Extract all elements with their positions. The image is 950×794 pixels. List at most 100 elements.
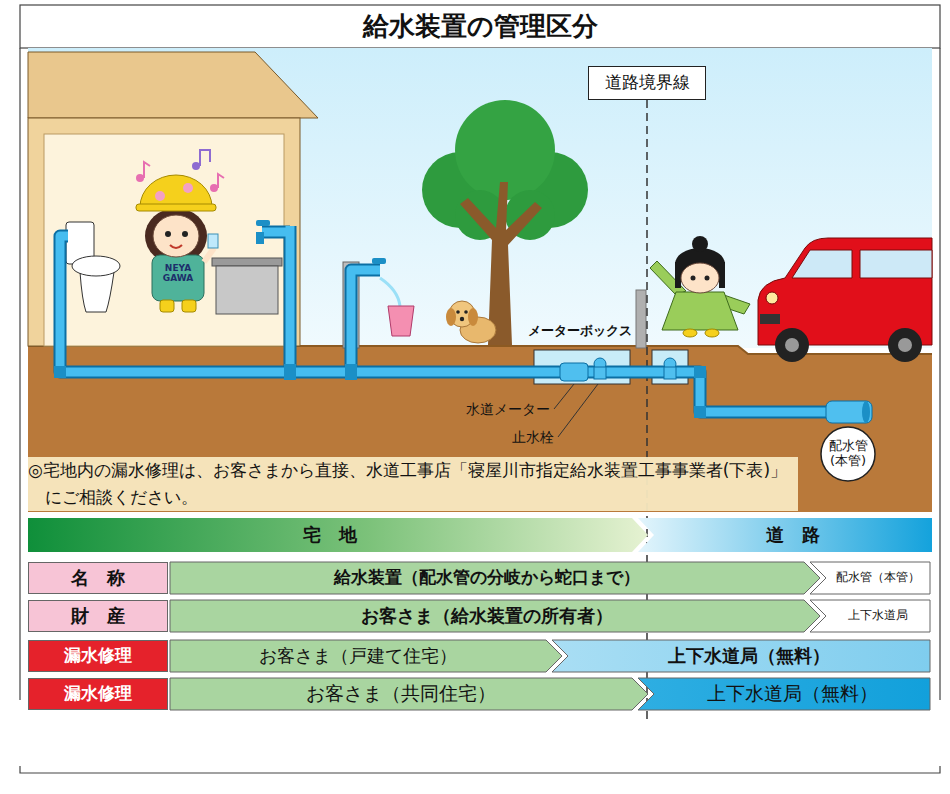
toilet-base	[80, 272, 114, 312]
pipe-fitting	[694, 366, 706, 378]
house-roof	[28, 52, 318, 118]
girl-eye	[182, 231, 188, 237]
character-hair	[719, 262, 725, 288]
row-header: 漏水修理	[28, 640, 168, 672]
girl-mouth	[170, 245, 182, 248]
character-hair	[675, 262, 681, 288]
pipe-fitting	[54, 366, 66, 378]
node-text: 漏水修理	[64, 684, 132, 704]
faucet-spout	[256, 232, 264, 244]
cup	[208, 234, 218, 248]
leader-line	[554, 384, 574, 409]
girl-boot	[160, 300, 174, 312]
node-text: お客さま（共同住宅）	[306, 683, 496, 705]
music-note	[144, 162, 150, 178]
diagram-title: 給水装置の管理区分	[20, 8, 940, 44]
node-text: 上下水道局	[848, 609, 908, 623]
helmet-flower	[183, 183, 193, 193]
node-text: 給水装置（配水管の分岐から蛇口まで）	[334, 568, 640, 588]
faucet-handle	[372, 258, 386, 264]
music-note	[192, 162, 200, 170]
band-outline	[170, 640, 562, 672]
music-note	[200, 150, 210, 166]
category-cell: お客さま（給水装置の所有者）	[170, 600, 820, 632]
category-cell: 上下水道局	[810, 600, 930, 632]
node-text: 漏水修理	[64, 646, 132, 666]
fence-post	[636, 290, 646, 348]
node-text: 宅 地	[303, 525, 357, 546]
character-foot	[705, 329, 719, 337]
dog-ear	[446, 308, 456, 326]
zone-band: 宅 地	[28, 518, 648, 552]
row-header: 財 産	[28, 600, 168, 632]
part-label: 止水栓	[512, 429, 554, 447]
sky	[28, 48, 932, 348]
helmet-flower	[155, 191, 165, 201]
helmet-brim	[136, 204, 216, 211]
stop-valve	[664, 367, 676, 379]
dog-eye	[464, 310, 468, 314]
car-headlight	[766, 292, 778, 304]
row-header: 漏水修理	[28, 678, 168, 710]
sink-cabinet	[216, 266, 278, 314]
part-label: 水道メーター	[466, 401, 550, 419]
note-text: ◎宅地内の漏水修理は、お客さまから直接、水道工事店「寝屋川市指定給水装置工事事業…	[28, 457, 798, 511]
node-text: 上下水道局（無料）	[707, 683, 878, 705]
main-pipe-circle: 配水管 (本管)	[820, 426, 876, 482]
car-grille	[760, 314, 780, 324]
category-cell: お客さま（共同住宅）	[170, 678, 648, 710]
pipe-fitting	[694, 406, 706, 418]
node-text: 配水管 (本管)	[826, 439, 870, 469]
house-wall	[28, 118, 300, 346]
dog-nose	[460, 317, 464, 321]
pipe-fitting	[345, 364, 357, 380]
character-foot	[683, 329, 697, 337]
band-outline	[170, 678, 648, 710]
sink-top	[212, 258, 282, 266]
category-cell: 上下水道局（無料）	[638, 678, 930, 710]
character-eye	[705, 276, 710, 281]
hair-bun	[692, 236, 708, 252]
page-frame	[20, 48, 940, 773]
bucket	[388, 306, 414, 336]
water-stream	[380, 278, 400, 306]
toilet-bowl	[72, 256, 120, 276]
girl-arm	[204, 248, 214, 262]
shirt-print: NEYA GAWA	[161, 263, 195, 283]
girl-boot	[182, 300, 196, 312]
girl-face	[153, 215, 199, 257]
zone-band: 道 路	[638, 518, 932, 552]
car-wheel	[775, 328, 809, 362]
car-hub	[785, 338, 799, 352]
row-header: 名 称	[28, 562, 168, 594]
node-text: 上下水道局（無料）	[668, 646, 830, 667]
node-text: 配水管（本管）	[836, 571, 920, 585]
node-text: 道路境界線	[605, 73, 690, 93]
boundary-label-box: 道路境界線	[588, 66, 706, 100]
leader-line	[558, 384, 598, 437]
band-outline	[810, 562, 930, 594]
dog-ear	[468, 308, 478, 326]
car-window	[860, 250, 932, 278]
band-outline	[28, 518, 648, 552]
category-cell: 給水装置（配水管の分岐から蛇口まで）	[170, 562, 820, 594]
band-outline	[170, 600, 820, 632]
category-cell: 上下水道局（無料）	[552, 640, 930, 672]
category-cell: 配水管（本管）	[810, 562, 930, 594]
circle-outline	[821, 427, 875, 481]
house-interior	[44, 134, 284, 346]
main-pipe-end	[862, 401, 870, 423]
girl-eye	[165, 231, 171, 237]
band-outline	[170, 562, 820, 594]
pipe-fitting	[284, 364, 296, 380]
title-frame	[20, 5, 940, 48]
car-wheel	[888, 328, 922, 362]
band-outline	[638, 678, 930, 710]
tree-trunk	[460, 182, 542, 345]
character-face	[681, 263, 719, 293]
water-meter	[560, 363, 588, 381]
girl-helmet	[140, 175, 212, 207]
music-note	[210, 184, 218, 192]
category-cell: お客さま（戸建て住宅）	[170, 640, 562, 672]
